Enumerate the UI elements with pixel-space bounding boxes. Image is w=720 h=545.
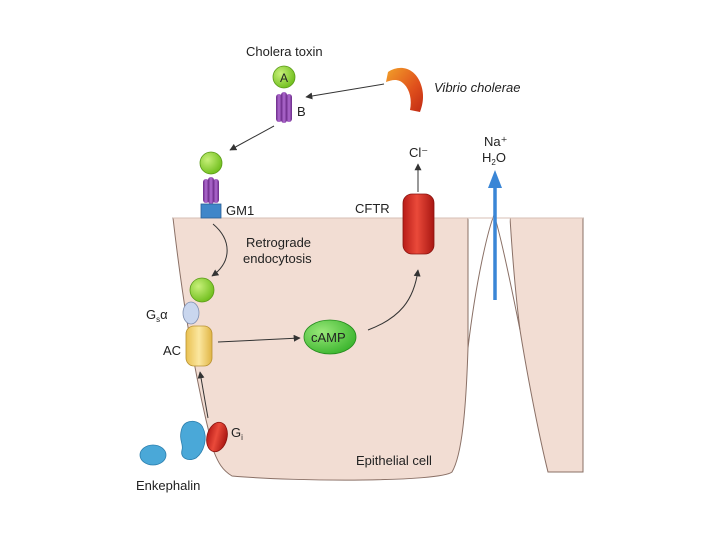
ion-flow-arrow-head [488, 170, 502, 188]
arrow-toxin-to-gm1 [229, 125, 275, 151]
chloride-label: Cl⁻ [409, 145, 428, 160]
internalized-toxin-a [189, 277, 215, 303]
toxin-b-subunit [276, 92, 292, 123]
retrograde-label-2: endocytosis [243, 251, 312, 266]
arrow-camp-to-cftr [367, 269, 421, 331]
enkephalin-label: Enkephalin [136, 478, 200, 493]
toxin-a-subunit [272, 65, 296, 89]
intercellular-space [468, 218, 510, 330]
gm1-label: GM1 [226, 203, 254, 218]
cholera-toxin-label: Cholera toxin [246, 44, 323, 59]
gm1-receptor [200, 203, 222, 219]
enkephalin-molecule [139, 444, 167, 466]
arrow-ac-to-camp [217, 334, 301, 343]
gs-alpha-protein [182, 301, 200, 325]
opioid-receptor [180, 420, 206, 460]
gi-protein [206, 421, 228, 453]
adenylate-cyclase [185, 325, 213, 367]
toxin-a-label: A [280, 71, 288, 85]
gs-alpha-label: Gsα [146, 307, 168, 324]
vibrio-cholerae-icon [386, 67, 424, 112]
cftr-channel [402, 193, 435, 255]
retrograde-label-1: Retrograde [246, 235, 311, 250]
water-label: H2O [482, 150, 506, 167]
cftr-label: CFTR [355, 201, 390, 216]
arrow-gi-to-ac [197, 371, 209, 419]
arrow-retrograde-endocytosis [211, 223, 228, 277]
sodium-label: Na⁺ [484, 134, 507, 149]
bound-toxin-b [203, 177, 219, 204]
epithelial-cell-right [509, 217, 584, 473]
gi-label: Gi [231, 425, 243, 442]
arrow-vibrio-to-toxin [305, 83, 385, 100]
ac-label: AC [163, 343, 181, 358]
camp-molecule [303, 319, 357, 355]
toxin-b-label: B [297, 104, 306, 119]
epithelial-cell-label: Epithelial cell [356, 453, 432, 468]
camp-label: cAMP [311, 330, 346, 345]
bound-toxin-a [199, 151, 223, 175]
vibrio-label: Vibrio cholerae [434, 80, 520, 95]
